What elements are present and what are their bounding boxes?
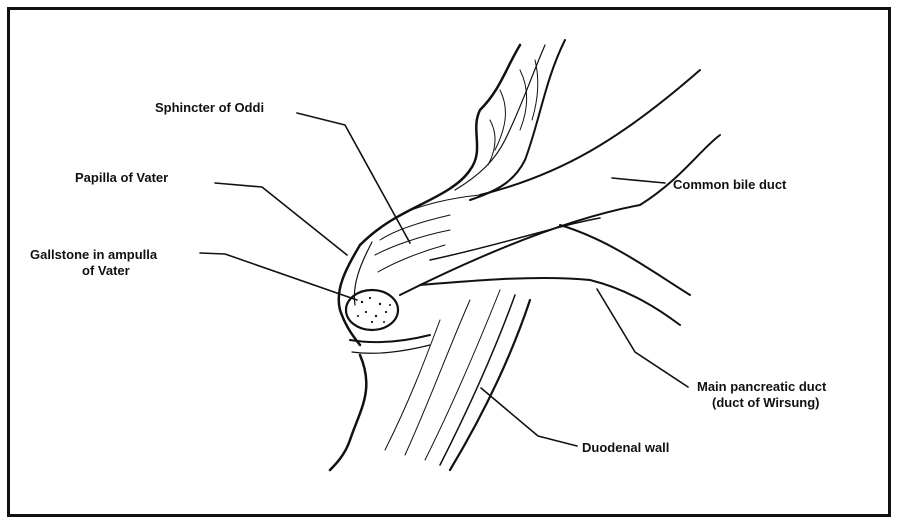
label-pancreatic-line2: (duct of Wirsung) <box>712 395 819 410</box>
gallstone-stipple <box>357 297 391 323</box>
gallstone <box>346 290 398 330</box>
label-duodenal-wall: Duodenal wall <box>582 440 669 455</box>
label-papilla-of-vater: Papilla of Vater <box>75 170 168 185</box>
leader-sphincter <box>297 113 410 243</box>
leader-pancreatic <box>597 289 688 387</box>
pancreatic-duct-upper <box>560 225 690 295</box>
label-gallstone-line1: Gallstone in ampulla <box>30 247 157 262</box>
label-sphincter-of-oddi: Sphincter of Oddi <box>155 100 264 115</box>
duodenal-wall-right-lower-2 <box>440 295 515 465</box>
label-common-bile-duct: Common bile duct <box>673 177 786 192</box>
leader-common-bile-duct <box>612 178 665 183</box>
duodenal-wall-outer-lower <box>330 355 366 470</box>
label-pancreatic-line1: Main pancreatic duct <box>697 379 826 394</box>
leader-gallstone <box>200 253 357 300</box>
duodenal-wall-mid-upper <box>455 45 545 190</box>
leader-papilla <box>215 183 347 255</box>
label-gallstone-line2: of Vater <box>82 263 130 278</box>
leader-duodenal-wall <box>481 388 577 446</box>
duodenal-wall-inner-upper <box>470 40 565 200</box>
duodenal-wall-right-lower <box>450 300 530 470</box>
duodenal-wall-outer-upper <box>360 45 520 245</box>
pancreatic-duct-lower <box>420 278 680 325</box>
